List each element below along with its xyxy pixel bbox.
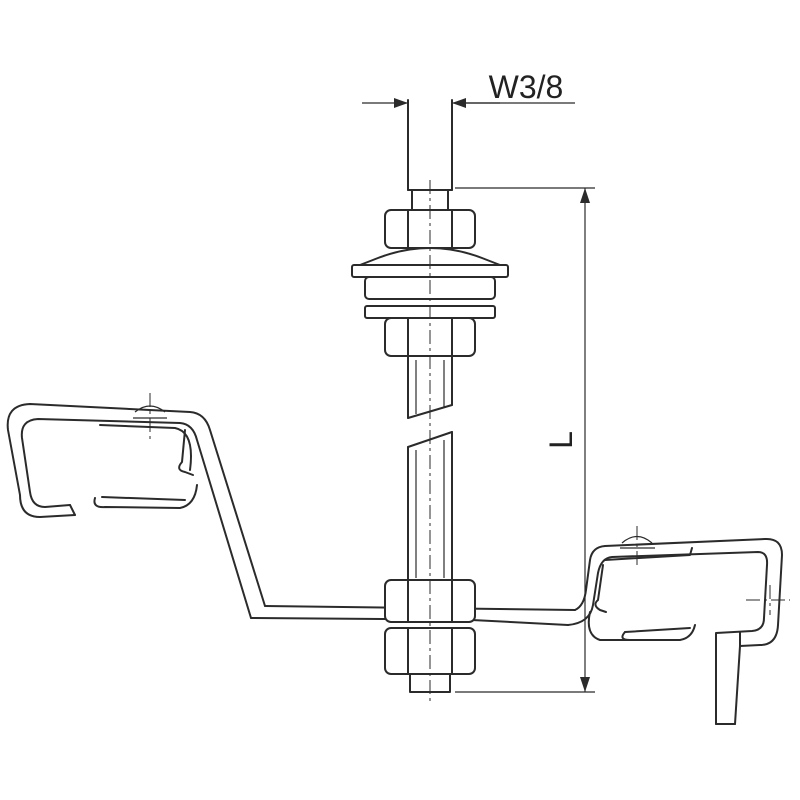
length-dimension: L <box>455 187 595 693</box>
right-spring-nut <box>587 526 696 641</box>
left-channel-strut <box>6 403 266 619</box>
bottom-plate <box>250 537 783 647</box>
diameter-label: W3/8 <box>489 69 564 105</box>
length-label: L <box>543 431 579 449</box>
diameter-dimension: W3/8 <box>362 69 575 108</box>
left-spring-nut <box>93 393 198 509</box>
right-hanger-leg <box>715 585 790 725</box>
